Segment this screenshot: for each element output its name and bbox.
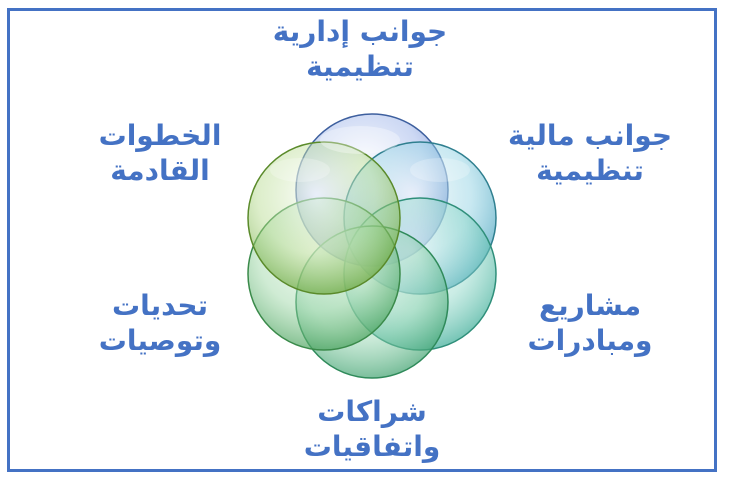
- label-line: ومبادرات: [480, 323, 700, 358]
- label-financial-aspects: جوانب مالية تنظيمية: [480, 118, 700, 188]
- label-next-steps: الخطوات القادمة: [50, 118, 270, 188]
- label-line: واتفاقيات: [262, 429, 482, 464]
- label-line: جوانب إدارية: [250, 14, 470, 49]
- label-challenges-recommendations: تحديات وتوصيات: [50, 288, 270, 358]
- label-line: القادمة: [50, 153, 270, 188]
- label-line: جوانب مالية: [480, 118, 700, 153]
- label-projects-initiatives: مشاريع ومبادرات: [480, 288, 700, 358]
- label-partnerships-agreements: شراكات واتفاقيات: [262, 394, 482, 464]
- label-line: الخطوات: [50, 118, 270, 153]
- label-line: تحديات: [50, 288, 270, 323]
- label-line: وتوصيات: [50, 323, 270, 358]
- label-administrative-aspects: جوانب إدارية تنظيمية: [250, 14, 470, 84]
- label-line: تنظيمية: [480, 153, 700, 188]
- label-line: مشاريع: [480, 288, 700, 323]
- label-line: شراكات: [262, 394, 482, 429]
- label-line: تنظيمية: [250, 49, 470, 84]
